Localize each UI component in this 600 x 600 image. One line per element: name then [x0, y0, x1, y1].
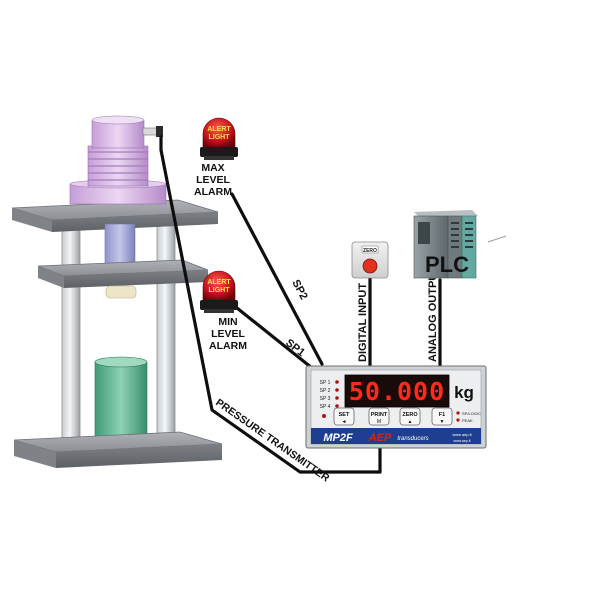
indicator-button-f1[interactable]: F1 ▼ — [431, 407, 453, 426]
press-column-right — [156, 221, 176, 443]
pressure-transmitter-fitting — [142, 126, 163, 137]
indicator-button-print-symbol: M — [377, 419, 381, 425]
plc-side-cable — [487, 235, 507, 243]
indicator-button-set-label: SET — [339, 412, 350, 418]
zero-push-box: ZERO — [351, 241, 389, 279]
indicator-button-f1-label: F1 — [439, 412, 445, 418]
indicator-button-print-label: PRINT — [371, 412, 388, 418]
plc-io-terminals — [451, 222, 473, 248]
press-top-plate-side — [52, 212, 218, 232]
sp-led-group: SP 1 SP 2 SP 3 SP 4 — [320, 380, 339, 410]
wires — [159, 135, 442, 474]
min-level-alarm: ALERT LIGHT MIN LEVEL ALARM — [200, 270, 247, 352]
min-level-label-2: LEVEL — [211, 328, 245, 340]
sp-led-label-3: SP 3 — [320, 396, 331, 402]
indicator-url: www.aep.it — [452, 432, 472, 437]
indicator-model: MP2F — [323, 432, 353, 444]
zero-box-label: ZERO — [363, 248, 377, 254]
indicator-right-led-2 — [456, 418, 460, 422]
min-alert-light-dome — [202, 270, 236, 301]
indicator-status-led — [322, 414, 326, 418]
indicator-button-f1-symbol: ▼ — [440, 419, 445, 425]
indicator-button-set-symbol: ◄ — [342, 419, 347, 425]
indicator-url-sub: www.aep.it — [454, 439, 471, 443]
zero-box-label-plate — [361, 245, 379, 254]
max-alert-light-text-2: LIGHT — [209, 134, 231, 141]
max-level-label-3: ALARM — [194, 186, 232, 198]
plc-cpu-window — [418, 222, 430, 244]
max-level-label-1: MAX — [201, 162, 224, 174]
wire-sp1 — [230, 302, 314, 370]
indicator-brand-strip — [311, 428, 481, 444]
mp2f-weight-indicator: SP 1 SP 2 SP 3 SP 4 50.000 kg SET ◄ PRIN… — [305, 365, 487, 449]
zero-push-button[interactable] — [362, 258, 378, 274]
press-column-left — [61, 221, 81, 443]
plc: PLC — [413, 210, 507, 279]
hydraulic-press — [11, 115, 223, 468]
sp-led-4 — [335, 404, 339, 408]
press-middle-plate-side — [64, 270, 208, 288]
min-level-label-1: MIN — [218, 316, 237, 328]
indicator-button-print[interactable]: PRINT M — [368, 407, 390, 426]
max-alert-light-dome — [202, 117, 236, 148]
sp-led-label-2: SP 2 — [320, 388, 331, 394]
max-level-alarm: ALERT LIGHT MAX LEVEL ALARM — [194, 117, 238, 198]
press-cylinder-head — [91, 119, 145, 149]
sp-led-label-1: SP 1 — [320, 380, 331, 386]
test-sample-top — [94, 356, 148, 368]
label-sp2: SP2 — [289, 278, 309, 302]
min-level-label-3: ALARM — [209, 340, 247, 352]
indicator-right-label-2: PEAK — [462, 418, 473, 423]
wire-pressure-transmitter — [159, 135, 382, 474]
press-bottom-plate-front — [14, 440, 56, 468]
max-level-label-2: LEVEL — [196, 174, 230, 186]
min-alert-light-base — [200, 300, 238, 310]
indicator-brand-sub: transducers — [397, 436, 428, 442]
press-top-plate-front — [12, 208, 52, 232]
indicator-button-zero[interactable]: ZERO ▲ — [399, 407, 421, 426]
sp-led-2 — [335, 388, 339, 392]
min-alert-light-text-1: ALERT — [207, 279, 231, 286]
min-alert-light-text-2: LIGHT — [209, 287, 231, 294]
indicator-right-led-1 — [456, 411, 460, 415]
min-alert-light-foot — [204, 309, 234, 313]
max-alert-light-text-1: ALERT — [207, 126, 231, 133]
press-bottom-plate-side — [56, 444, 222, 468]
label-analog-output: ANALOG OUTPUT — [427, 266, 439, 362]
sp-led-1 — [335, 380, 339, 384]
sp-led-label-4: SP 4 — [320, 404, 331, 410]
indicator-display — [344, 374, 450, 408]
indicator-brand: AEP — [368, 432, 392, 444]
press-piston — [104, 223, 136, 269]
plc-label: PLC — [425, 252, 469, 277]
indicator-button-zero-label: ZERO — [402, 412, 418, 418]
indicator-reading: 50.000 — [349, 377, 445, 406]
indicator-unit: kg — [454, 383, 474, 402]
indicator-right-label-1: SP/LOGIC — [462, 411, 481, 416]
wire-sp2 — [230, 192, 324, 366]
indicator-button-zero-symbol: ▲ — [408, 419, 413, 425]
sp-led-3 — [335, 396, 339, 400]
indicator-button-set[interactable]: SET ◄ — [333, 407, 355, 426]
test-sample — [94, 361, 148, 439]
press-pad — [105, 285, 137, 299]
max-alert-light-base — [200, 147, 238, 157]
max-alert-light-foot — [204, 156, 234, 160]
label-digital-input: DIGITAL INPUT — [357, 283, 369, 362]
press-cylinder-rings — [88, 151, 148, 181]
press-cylinder-head-top — [91, 115, 145, 125]
press-middle-plate-front — [38, 266, 64, 288]
